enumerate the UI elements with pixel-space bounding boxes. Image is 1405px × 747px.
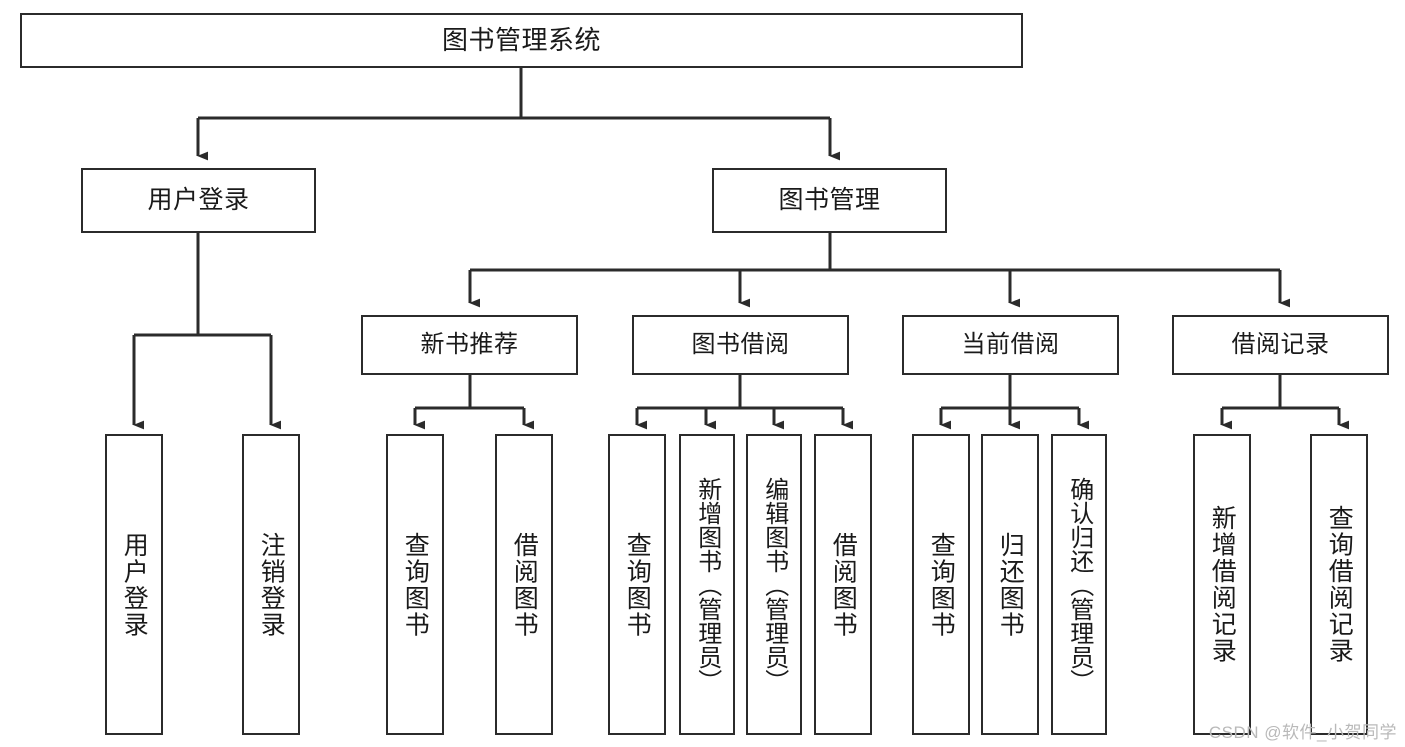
node-new-book-recommend[interactable]: 新书推荐 <box>361 315 578 375</box>
node-root-book-management-system[interactable]: 图书管理系统 <box>20 13 1023 68</box>
node-user-login[interactable]: 用户登录 <box>81 168 316 233</box>
node-leaf-user-login[interactable]: 用户登录 <box>105 434 163 735</box>
node-label: 新增图书（管理员） <box>693 476 721 693</box>
node-label: 新增借阅记录 <box>1208 505 1237 664</box>
node-label: 归还图书 <box>996 531 1025 638</box>
node-label: 图书管理 <box>778 186 881 214</box>
node-leaf-query-books-borrow[interactable]: 查询图书 <box>608 434 666 735</box>
node-leaf-query-borrow-record[interactable]: 查询借阅记录 <box>1310 434 1368 735</box>
node-leaf-borrow-books[interactable]: 借阅图书 <box>814 434 872 735</box>
node-label: 查询图书 <box>623 531 652 638</box>
node-label: 借阅记录 <box>1231 331 1330 359</box>
node-label: 查询借阅记录 <box>1325 505 1354 664</box>
node-label: 查询图书 <box>927 531 956 638</box>
node-book-management[interactable]: 图书管理 <box>712 168 947 233</box>
node-leaf-add-borrow-record[interactable]: 新增借阅记录 <box>1193 434 1251 735</box>
node-borrow-record[interactable]: 借阅记录 <box>1172 315 1389 375</box>
node-label: 用户登录 <box>147 186 250 214</box>
node-leaf-query-books-recommend[interactable]: 查询图书 <box>386 434 444 735</box>
node-current-borrow[interactable]: 当前借阅 <box>902 315 1119 375</box>
node-label: 注销登录 <box>257 531 286 638</box>
node-leaf-borrow-books-recommend[interactable]: 借阅图书 <box>495 434 553 735</box>
node-label: 借阅图书 <box>510 531 539 638</box>
node-label: 图书借阅 <box>691 331 790 359</box>
csdn-watermark: CSDN @软件_小贺同学 <box>1208 723 1397 742</box>
node-leaf-add-book-admin[interactable]: 新增图书（管理员） <box>679 434 735 735</box>
node-label: 新书推荐 <box>420 331 519 359</box>
node-leaf-logout[interactable]: 注销登录 <box>242 434 300 735</box>
node-leaf-edit-book-admin[interactable]: 编辑图书（管理员） <box>746 434 802 735</box>
node-label: 图书管理系统 <box>441 25 601 56</box>
node-leaf-query-books-current[interactable]: 查询图书 <box>912 434 970 735</box>
node-label: 编辑图书（管理员） <box>760 476 788 693</box>
node-label: 查询图书 <box>401 531 430 638</box>
node-label: 借阅图书 <box>829 531 858 638</box>
node-label: 当前借阅 <box>961 331 1060 359</box>
node-book-borrow[interactable]: 图书借阅 <box>632 315 849 375</box>
node-label: 用户登录 <box>120 531 149 638</box>
node-leaf-return-books[interactable]: 归还图书 <box>981 434 1039 735</box>
node-leaf-confirm-return-admin[interactable]: 确认归还（管理员） <box>1051 434 1107 735</box>
node-label: 确认归还（管理员） <box>1065 476 1093 693</box>
